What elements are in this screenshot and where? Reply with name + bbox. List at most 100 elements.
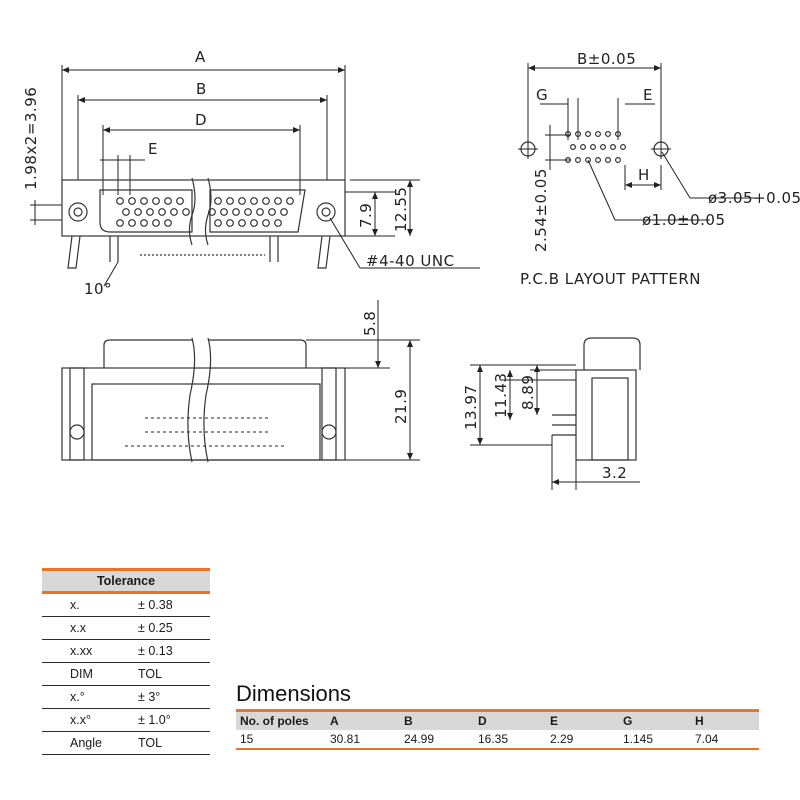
dim-8-89-label: 8.89 <box>519 375 537 410</box>
contact-pin <box>280 208 288 216</box>
pcb-b-label: B±0.05 <box>577 50 636 68</box>
dim-a-label: A <box>195 48 206 66</box>
dim-21-9-label: 21.9 <box>392 389 410 424</box>
dimensions-value-cell: 2.29 <box>550 732 574 746</box>
dimensions-header-cell: E <box>550 714 559 728</box>
tolerance-value: ± 0.25 <box>138 621 173 635</box>
tolerance-row: Angle TOL <box>42 732 210 755</box>
tolerance-row: x.x ± 0.25 <box>42 617 210 640</box>
tolerance-key: x. <box>70 598 80 612</box>
pcb-pin-hole-label: ø1.0±0.05 <box>642 211 726 229</box>
dimensions-header-cell: A <box>330 714 339 728</box>
front-view: A B D E 1.98x2=3.96 <box>22 48 480 298</box>
contact-pin <box>152 197 160 205</box>
contact-pin <box>158 208 166 216</box>
contact-pin <box>250 219 258 227</box>
tolerance-key: x.x <box>70 621 86 635</box>
contact-pin <box>214 197 222 205</box>
tolerance-accent-bar <box>42 591 210 594</box>
pcb-pin-hole <box>574 131 581 138</box>
tolerance-value: TOL <box>138 736 163 750</box>
contact-pin <box>214 219 222 227</box>
pcb-row-pitch-label: 2.54±0.05 <box>532 168 550 252</box>
contact-pin <box>116 197 124 205</box>
contact-pin <box>140 197 148 205</box>
dimensions-value-cell: 1.145 <box>623 732 654 746</box>
dim-5-8-label: 5.8 <box>361 311 379 336</box>
tolerance-key: DIM <box>70 667 93 681</box>
contact-pin <box>128 197 136 205</box>
contact-pin <box>256 208 264 216</box>
pcb-pin-hole <box>579 144 586 151</box>
dimensions-header-cell: B <box>404 714 413 728</box>
dim-12-55-label: 12.55 <box>392 187 410 232</box>
pcb-pin-hole <box>569 144 576 151</box>
tolerance-row: x. ± 0.38 <box>42 594 210 617</box>
pcb-pin-hole <box>589 144 596 151</box>
contact-pin <box>176 197 184 205</box>
dimensions-value-cell: 16.35 <box>478 732 509 746</box>
contact-pin <box>116 219 124 227</box>
dimensions-header-cell: G <box>623 714 633 728</box>
pcb-pin-hole <box>594 131 601 138</box>
contact-pin <box>134 208 142 216</box>
tolerance-value: ± 1.0° <box>138 713 171 727</box>
pcb-e-label: E <box>643 86 653 104</box>
dim-b-label: B <box>196 80 207 98</box>
dim-d-label: D <box>195 111 207 129</box>
pcb-pin-hole <box>599 144 606 151</box>
pcb-pin-hole <box>564 131 571 138</box>
contact-pin <box>208 208 216 216</box>
contact-pin <box>164 197 172 205</box>
contact-pin <box>226 197 234 205</box>
dimensions-header-cell: No. of poles <box>240 714 309 728</box>
contact-pin <box>164 219 172 227</box>
contact-pin <box>152 219 160 227</box>
dimensions-header-cell: D <box>478 714 487 728</box>
bottom-view: 5.8 21.9 <box>61 300 420 463</box>
contact-pin <box>140 219 148 227</box>
dim-7-9-label: 7.9 <box>357 203 375 228</box>
side-view: 13.97 11.43 8.89 3.2 <box>462 337 641 490</box>
dimensions-title: Dimensions <box>236 681 351 706</box>
tolerance-value: ± 0.38 <box>138 598 173 612</box>
thread-callout: #4-40 UNC <box>366 252 455 270</box>
dim-pitch-label: 1.98x2=3.96 <box>22 87 40 190</box>
pcb-g-label: G <box>536 86 548 104</box>
dimensions-value-cell: 7.04 <box>695 732 719 746</box>
tolerance-value: ± 3° <box>138 690 161 704</box>
tolerance-key: x.x° <box>70 713 91 727</box>
contact-pin <box>182 208 190 216</box>
dimensions-value-cell: 24.99 <box>404 732 435 746</box>
pcb-pin-hole <box>584 157 591 164</box>
tolerance-row: x.xx± 0.13 <box>42 640 210 663</box>
contact-pin <box>128 219 136 227</box>
contact-pin <box>274 197 282 205</box>
pcb-pin-hole <box>614 157 621 164</box>
contact-pin <box>238 197 246 205</box>
contact-pin <box>286 197 294 205</box>
contact-pin <box>122 208 130 216</box>
tolerance-accent-bar <box>42 568 210 571</box>
tolerance-key: Angle <box>70 736 102 750</box>
tolerance-title: Tolerance <box>42 571 210 591</box>
contact-pin <box>170 208 178 216</box>
contact-pin <box>268 208 276 216</box>
pcb-pin-hole <box>604 131 611 138</box>
dimensions-header-row: No. of poles A B D E G H <box>236 712 759 730</box>
dim-3-2-label: 3.2 <box>602 464 627 482</box>
pcb-pin-hole <box>614 131 621 138</box>
dim-11-43-label: 11.43 <box>492 373 510 418</box>
dimensions-header-cell: H <box>695 714 704 728</box>
pcb-pin-hole <box>584 131 591 138</box>
contact-pin <box>146 208 154 216</box>
pcb-h-label: H <box>638 166 650 184</box>
contact-pin <box>262 219 270 227</box>
dim-e-label: E <box>148 140 158 158</box>
dimensions-accent-bar <box>236 709 759 712</box>
